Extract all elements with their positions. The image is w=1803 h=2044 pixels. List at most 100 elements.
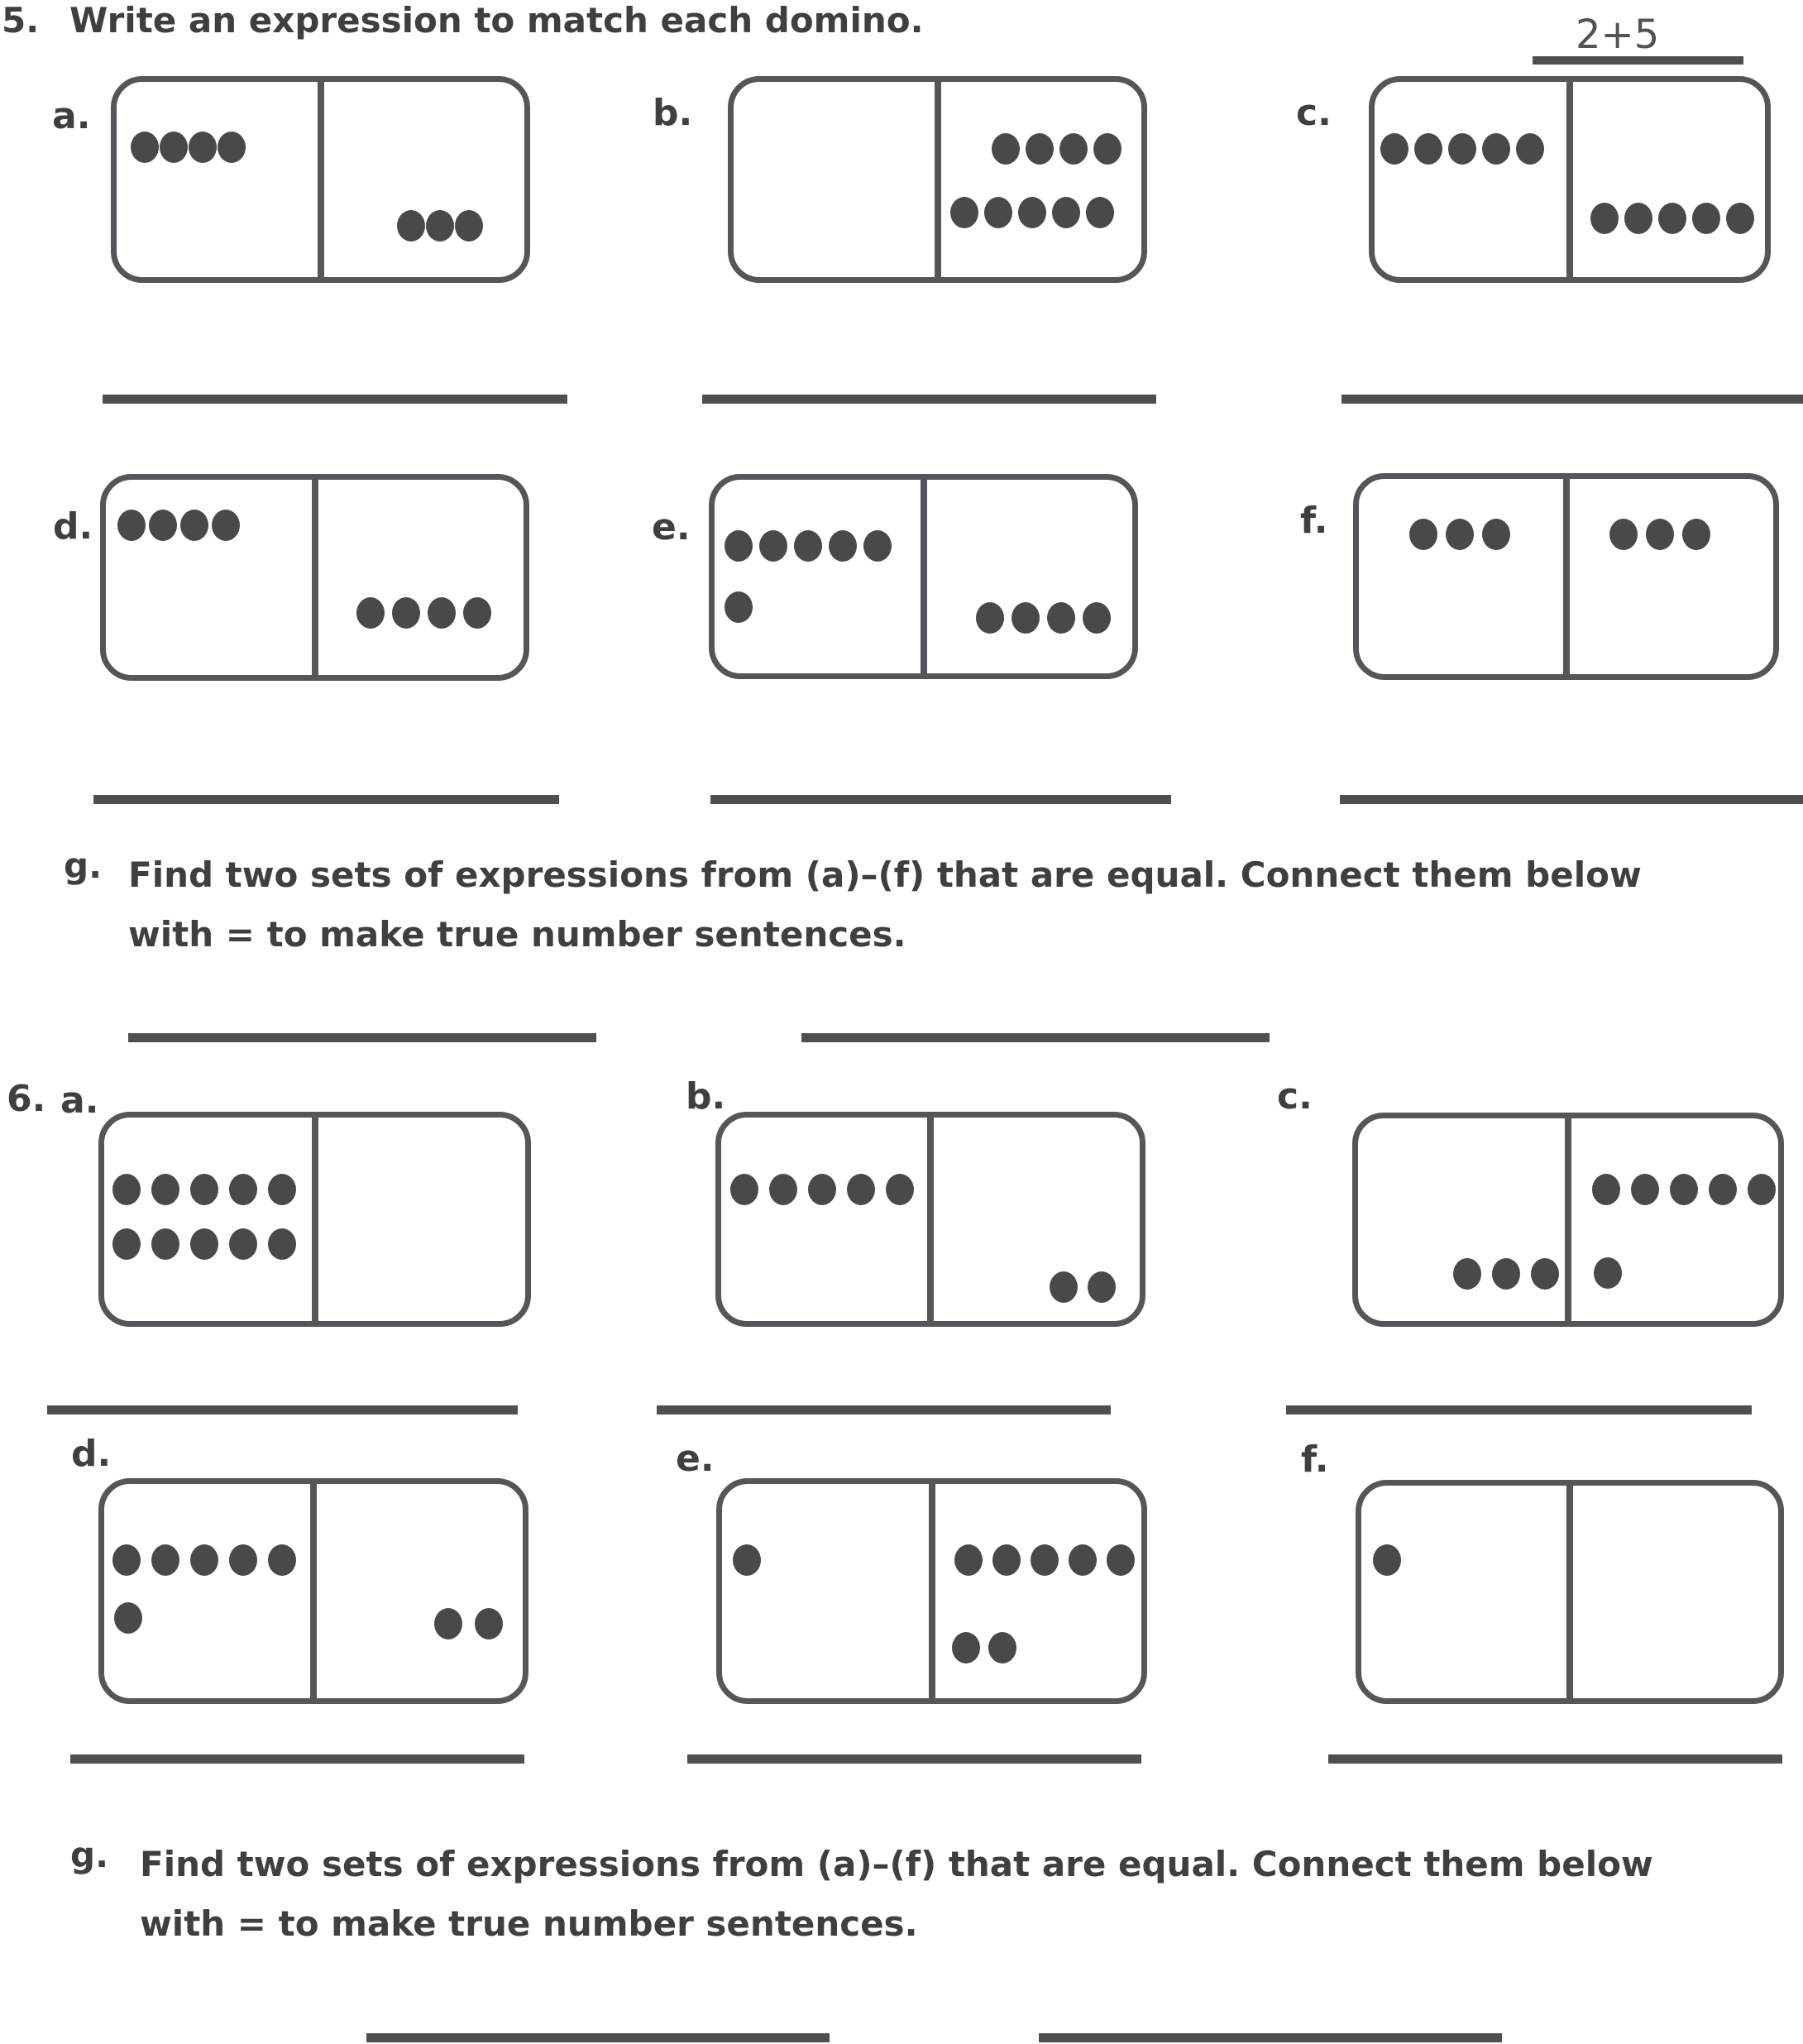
domino-dot [1380, 133, 1408, 165]
domino-dot [1748, 1174, 1776, 1205]
domino-dot [1492, 1258, 1520, 1290]
problem5-title: Write an expression to match each domino… [69, 0, 924, 41]
domino-dot [952, 1632, 980, 1663]
domino-dot [112, 1174, 141, 1205]
domino-dot [1047, 602, 1075, 634]
answer-line-p5-line-d [93, 795, 559, 804]
domino-dot [1624, 203, 1652, 234]
domino-dot [190, 1544, 218, 1576]
domino-label-5f: f. [1300, 500, 1328, 542]
domino-dot [954, 1544, 983, 1576]
example-answer-line [1533, 56, 1743, 65]
domino-dot [1414, 133, 1442, 165]
domino-dot [1446, 519, 1474, 550]
domino-label-5a: a. [52, 95, 91, 137]
domino-dot [1011, 602, 1040, 634]
answer-line-p5-line-c [1341, 395, 1803, 404]
domino-dot [950, 197, 978, 228]
domino-dot [1482, 133, 1510, 165]
domino-dot [1594, 1257, 1622, 1289]
domino-dot [229, 1174, 257, 1205]
domino-dot [190, 1174, 218, 1205]
domino-5e [709, 474, 1138, 679]
domino-dot [149, 510, 177, 541]
domino-dot [1726, 203, 1754, 234]
domino-divider [311, 480, 318, 675]
domino-label-5c: c. [1296, 92, 1332, 134]
domino-5f [1353, 473, 1779, 680]
answer-line-p5-line-e [710, 795, 1171, 804]
domino-dot [114, 1602, 142, 1634]
domino-dot [189, 132, 217, 163]
part-g-label: g. [64, 845, 103, 886]
part-g-line2: with = to make true number sentences. [128, 914, 906, 955]
domino-dot [976, 602, 1004, 634]
domino-dot [730, 1174, 758, 1205]
domino-dot [229, 1544, 257, 1576]
domino-dot [268, 1544, 296, 1576]
answer-line-p6-line-a [47, 1405, 518, 1415]
domino-divider [920, 480, 927, 673]
domino-dot [1448, 133, 1476, 165]
domino-label-5e: e. [652, 506, 691, 548]
answer-line-p5-line-f [1340, 795, 1803, 804]
domino-dot [131, 132, 159, 163]
domino-dot [1086, 197, 1114, 228]
domino-5b [728, 76, 1147, 283]
domino-label-6e: e. [676, 1438, 715, 1480]
domino-dot [1692, 203, 1720, 234]
domino-dot [992, 133, 1020, 165]
part-g-line2: with = to make true number sentences. [140, 1903, 918, 1944]
example-expression: 2+5 [1576, 12, 1660, 58]
answer-line-p6-line-e [687, 1754, 1141, 1764]
domino-dot [1069, 1544, 1097, 1576]
domino-label-6c: c. [1277, 1075, 1313, 1118]
domino-dot [1531, 1258, 1559, 1290]
domino-dot [992, 1544, 1021, 1576]
domino-dot [1592, 1174, 1620, 1205]
domino-6e [716, 1478, 1147, 1704]
domino-divider [928, 1484, 935, 1698]
domino-divider [317, 82, 324, 277]
domino-dot [1453, 1258, 1481, 1290]
domino-dot [117, 510, 146, 541]
domino-6a [98, 1112, 531, 1327]
domino-divider [310, 1484, 317, 1698]
domino-dot [1050, 1271, 1078, 1303]
domino-dot [1373, 1544, 1401, 1576]
answer-line-p6-g-line-1 [366, 2033, 830, 2042]
domino-dot [1018, 197, 1046, 228]
domino-dot [268, 1228, 296, 1260]
domino-6d [98, 1478, 528, 1704]
domino-dot [218, 132, 246, 163]
domino-divider [927, 1118, 934, 1321]
domino-dot [1482, 519, 1510, 550]
domino-dot [847, 1174, 875, 1205]
domino-dot [1107, 1544, 1135, 1576]
domino-dot [1059, 133, 1088, 165]
domino-divider [1566, 1486, 1573, 1698]
answer-line-p6-line-d [70, 1754, 524, 1764]
domino-dot [392, 597, 420, 629]
domino-dot [397, 210, 425, 242]
domino-dot [1658, 203, 1686, 234]
domino-dot [426, 210, 454, 242]
domino-label-5d: d. [53, 505, 93, 548]
domino-label-5b: b. [653, 92, 693, 134]
answer-line-p5-g-line-2 [801, 1033, 1270, 1042]
domino-dot [1609, 519, 1638, 550]
domino-label-6d: d. [71, 1433, 112, 1475]
domino-dot [475, 1608, 503, 1640]
domino-dot [1682, 519, 1710, 550]
domino-dot [769, 1174, 797, 1205]
domino-5d [100, 474, 529, 681]
answer-line-p6-line-f [1328, 1754, 1782, 1764]
domino-dot [794, 530, 822, 562]
answer-line-p5-line-a [103, 395, 567, 404]
domino-dot [1409, 519, 1437, 550]
domino-dot [190, 1228, 218, 1260]
domino-5c [1369, 76, 1771, 283]
problem6-number: 6. [7, 1078, 46, 1120]
part-g-text: Find two sets of expressions from (a)–(f… [128, 845, 1642, 965]
domino-dot [268, 1174, 296, 1205]
